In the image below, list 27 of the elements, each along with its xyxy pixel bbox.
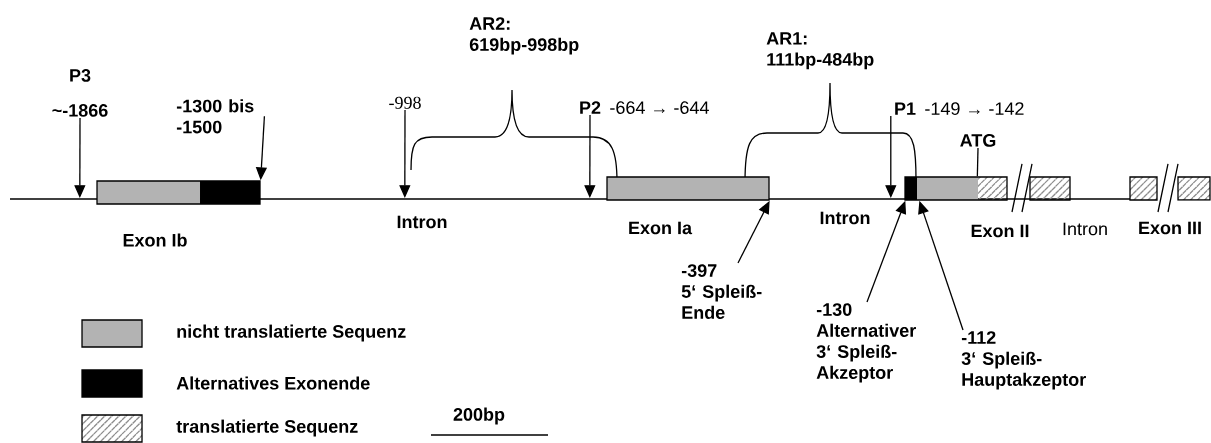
promoter-label: P3 ~-1866 bbox=[52, 69, 108, 117]
splice-site-label: -397 5‘ Spleiß-Ende bbox=[681, 264, 762, 319]
range-label: AR2: 619bp-998bp bbox=[469, 17, 579, 55]
splice-site-label: -130 Alternativer 3‘ Spleiß-Akzeptor bbox=[816, 303, 916, 383]
exon-box bbox=[1129, 176, 1158, 201]
exon-label: Exon Ia bbox=[629, 221, 693, 235]
promoter-label: P2 bbox=[580, 101, 601, 114]
exon-box bbox=[904, 176, 1008, 201]
exon-label: Exon III bbox=[1139, 221, 1201, 235]
legend-label: Alternatives Exonende bbox=[176, 376, 370, 390]
intron-label: Intron bbox=[1063, 222, 1107, 236]
start-codon-label: ATG bbox=[960, 134, 996, 147]
intron-label: Intron bbox=[820, 211, 870, 225]
range-label: AR1: 111bp-484bp bbox=[766, 32, 874, 70]
scale-label: 200bp bbox=[453, 407, 505, 425]
exon-label: Exon Ib bbox=[123, 233, 187, 247]
position-label: -149 → -142 bbox=[925, 102, 1024, 115]
splice-site-label: -112 3‘ Spleiß-Hauptakzeptor bbox=[961, 331, 1086, 390]
position-label: -998 bbox=[389, 96, 421, 109]
exon-box bbox=[905, 177, 978, 200]
position-label: -664 → -644 bbox=[610, 101, 709, 114]
position-label: -1300 bis -1500 bbox=[176, 99, 254, 134]
legend-label: nicht translatierte Sequenz bbox=[177, 324, 406, 342]
leader-line bbox=[976, 147, 979, 177]
legend-label: translatierte Sequenz bbox=[176, 419, 358, 437]
promoter-label: P1 bbox=[895, 102, 916, 115]
exon-label: Exon II bbox=[971, 224, 1029, 238]
